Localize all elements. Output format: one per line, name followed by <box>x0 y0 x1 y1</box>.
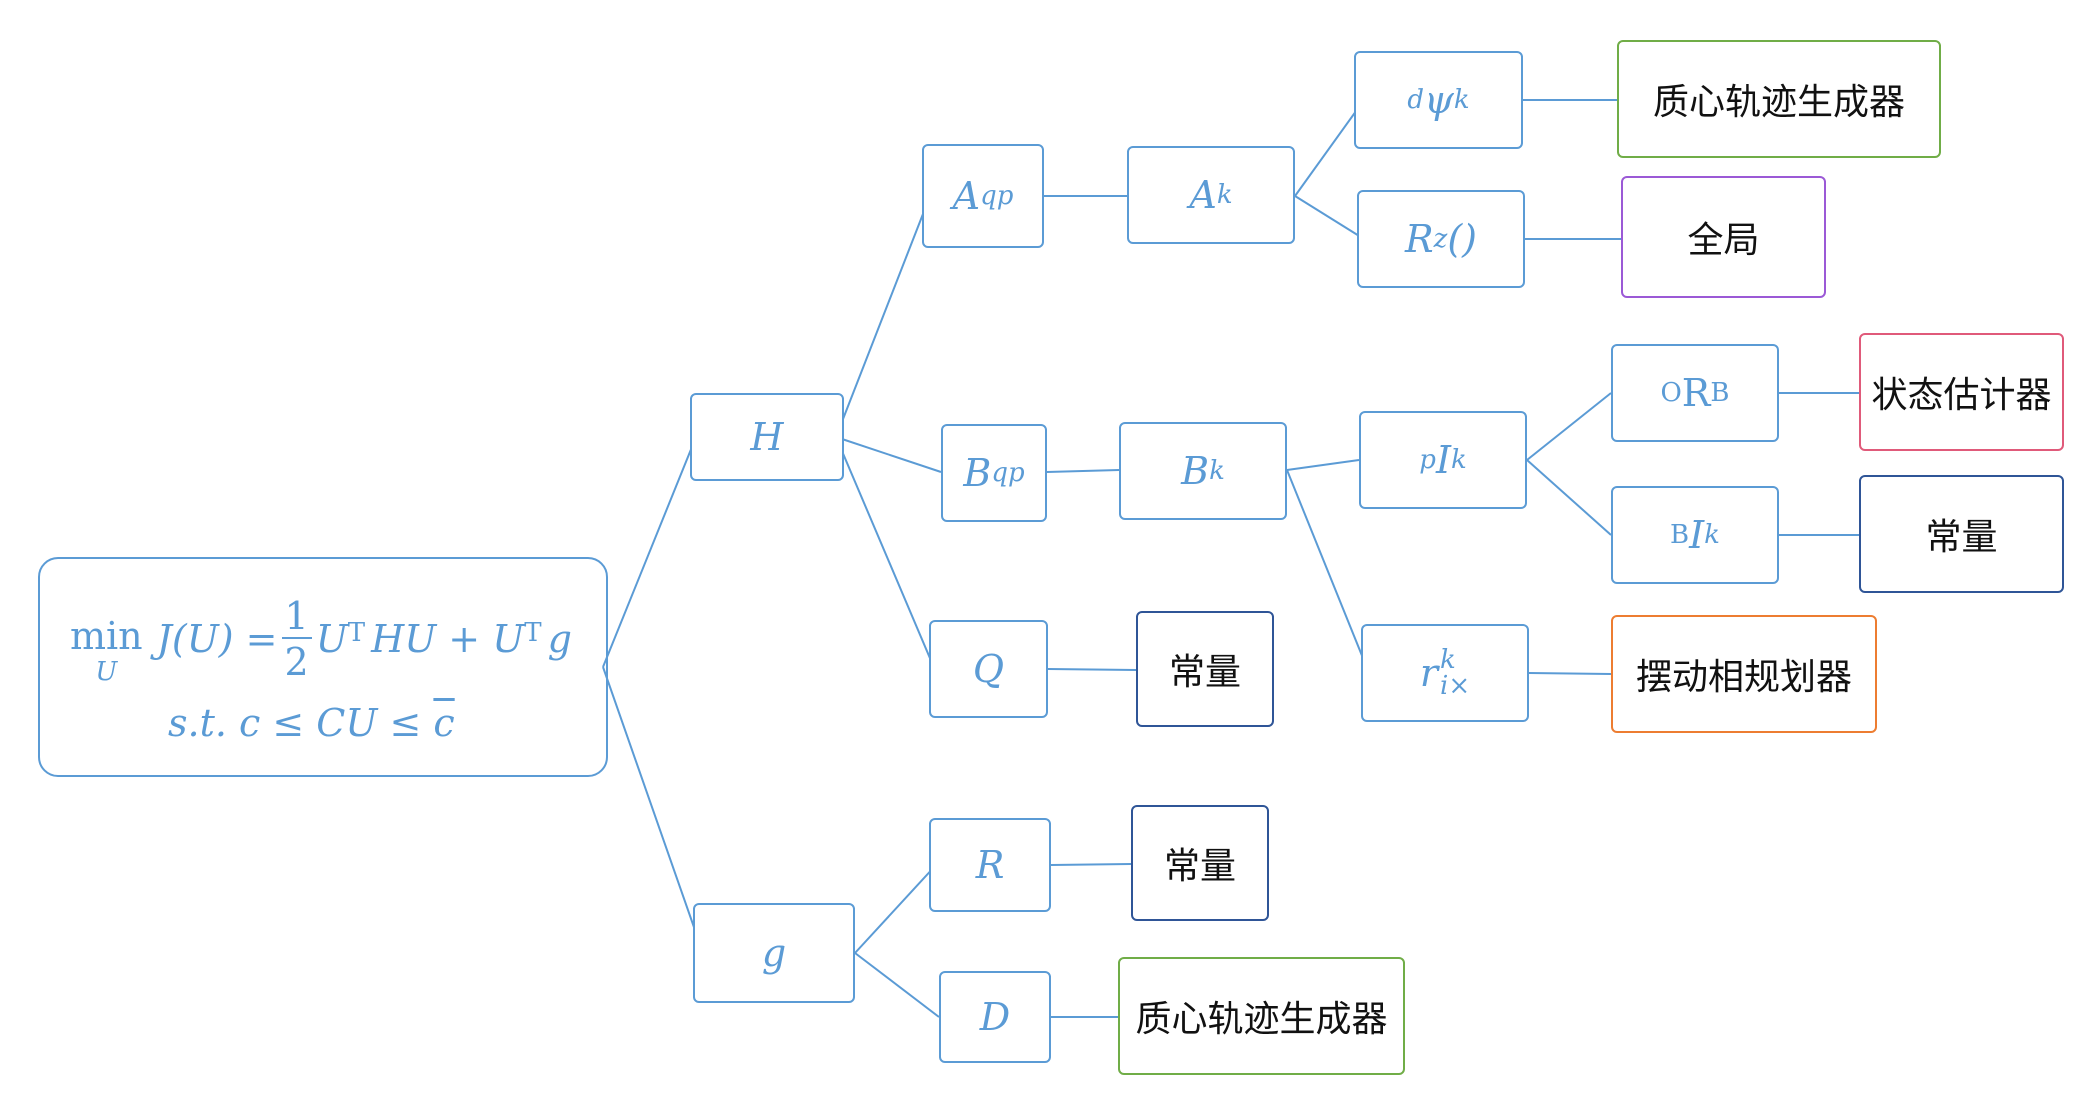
leaf-constant-R-label: 常量 <box>1163 846 1236 887</box>
connector-line <box>835 195 931 438</box>
node-R: R <box>929 818 1051 912</box>
leaf-constant-Q: 常量 <box>1136 611 1274 727</box>
R-z-post: () <box>1447 217 1477 261</box>
min-text: min <box>70 614 143 658</box>
leaf-com-trajectory-generator-label: 质心轨迹生成器 <box>1652 82 1905 123</box>
leaf-constant-R: 常量 <box>1131 805 1269 921</box>
leaf-swing-phase-planner-label: 摆动相规划器 <box>1635 657 1852 698</box>
connector-line <box>602 666 704 954</box>
p-I-k-base: I <box>1435 438 1451 482</box>
connector-line <box>1050 863 1132 866</box>
node-D: D <box>939 971 1051 1063</box>
leaf-com-trajectory-generator-2-label: 质心轨迹生成器 <box>1135 999 1388 1040</box>
A-k-base: A <box>1189 173 1217 217</box>
connector-line <box>1528 672 1612 675</box>
objective-g: g <box>547 617 572 661</box>
r-ix-k-sup: k <box>1440 645 1456 675</box>
connector-line <box>1526 459 1612 536</box>
node-g-label: g <box>761 931 787 975</box>
objective-U: U <box>315 617 348 661</box>
leaf-global-label: 全局 <box>1687 220 1760 261</box>
R-z-base: R <box>1405 217 1434 261</box>
d-psi-base: ψ <box>1424 78 1454 122</box>
min-operator: min U <box>70 617 143 685</box>
leaf-state-estimator-label: 状态估计器 <box>1871 375 2052 416</box>
constraint-equation: s.t. c ≤ CU ≤ c <box>168 704 455 742</box>
r-ix-k-base: r <box>1419 651 1439 695</box>
connector-line <box>1286 469 1370 674</box>
connector-line <box>835 436 936 671</box>
node-D-label: D <box>979 995 1011 1039</box>
objective-lhs: J(U) = <box>156 617 278 661</box>
constraint-upper-bound: c <box>433 701 455 745</box>
connector-line <box>854 952 940 1018</box>
fraction-denominator: 2 <box>284 640 309 684</box>
node-g: g <box>693 903 855 1003</box>
node-Q-label: Q <box>972 647 1005 691</box>
connector-line <box>1286 459 1360 471</box>
B-k-base: B <box>1181 449 1210 493</box>
node-R-label: R <box>975 843 1005 887</box>
leaf-global: 全局 <box>1621 176 1826 298</box>
leaf-constant-Q-label: 常量 <box>1168 652 1241 693</box>
connector-line <box>1047 668 1137 671</box>
leaf-com-trajectory-generator: 质心轨迹生成器 <box>1617 40 1941 158</box>
constraint-text: s.t. c ≤ CU ≤ <box>168 701 434 745</box>
connector-line <box>1294 195 1365 240</box>
leaf-constant-BIk: 常量 <box>1859 475 2064 593</box>
B-I-k-base: I <box>1689 513 1705 557</box>
min-subscript: U <box>95 657 118 687</box>
node-Q: Q <box>929 620 1048 718</box>
r-ix-k-sub: i× <box>1440 671 1471 701</box>
connector-line <box>602 436 697 668</box>
B-qp-base: B <box>963 451 992 495</box>
A-qp-base: A <box>952 174 981 218</box>
connector-line <box>854 864 937 954</box>
half-fraction: 1 2 <box>281 597 312 684</box>
objective-HU: HU + U <box>371 617 525 661</box>
connector-line <box>1046 469 1120 473</box>
fraction-numerator: 1 <box>281 597 312 639</box>
connector-line <box>1526 392 1612 461</box>
connector-line <box>835 436 942 473</box>
leaf-constant-BIk-label: 常量 <box>1925 517 1998 558</box>
leaf-com-trajectory-generator-2: 质心轨迹生成器 <box>1118 957 1405 1075</box>
O-R-B-base: R <box>1681 371 1711 415</box>
leaf-swing-phase-planner: 摆动相规划器 <box>1611 615 1877 733</box>
connector-line <box>1294 99 1365 197</box>
node-H-label: H <box>750 415 784 459</box>
node-H: H <box>690 393 844 481</box>
leaf-state-estimator: 状态估计器 <box>1859 333 2064 451</box>
